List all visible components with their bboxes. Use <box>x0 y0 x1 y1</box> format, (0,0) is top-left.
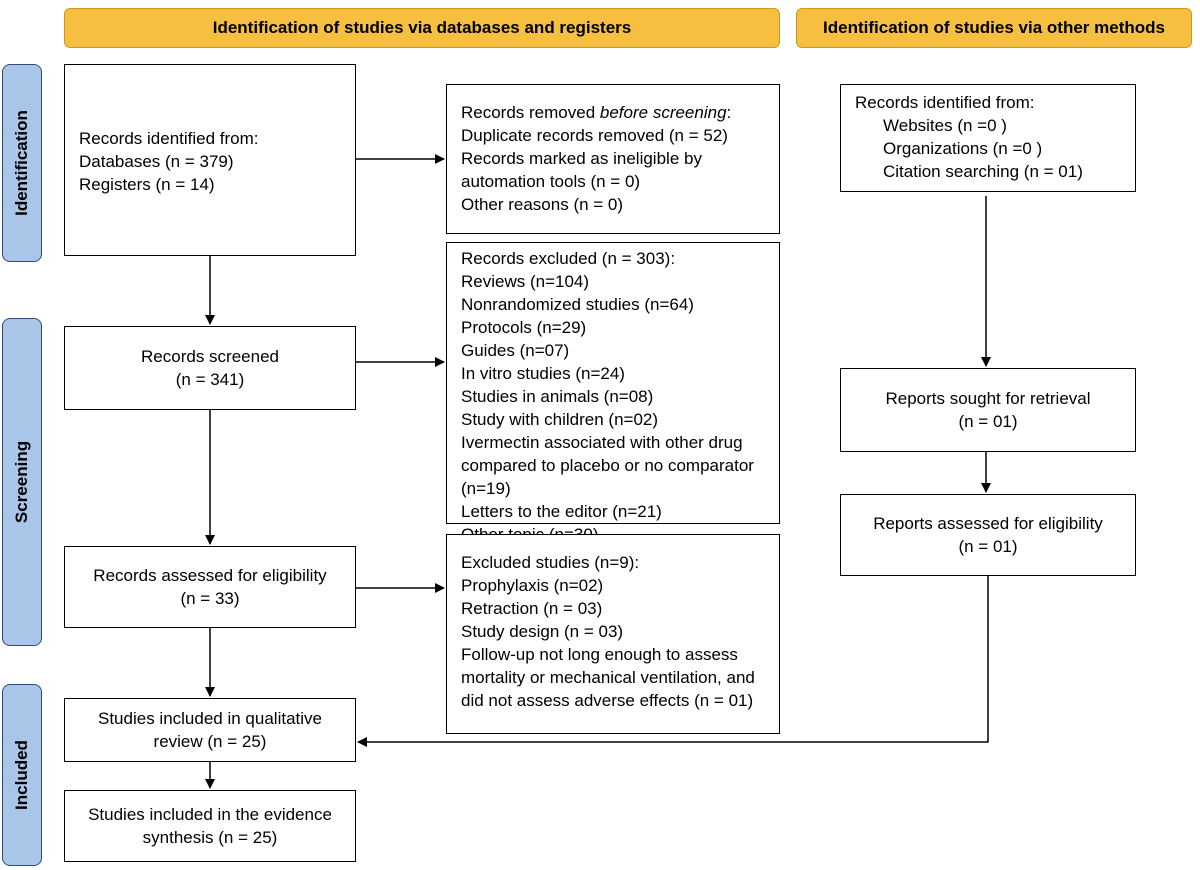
websites-count: Websites (n =0 ) <box>883 116 1007 135</box>
other-reports-assessed-box: Reports assessed for eligibility (n = 01… <box>840 494 1136 576</box>
reports-sought-title: Reports sought for retrieval <box>885 389 1091 408</box>
duplicates-removed: Duplicate records removed (n = 52) <box>461 126 728 145</box>
records-identified-title: Records identified from: <box>79 129 259 148</box>
header-other-label: Identification of studies via other meth… <box>823 18 1165 37</box>
records-assessed-title: Records assessed for eligibility <box>93 566 327 585</box>
excluded-studies-item: Study design (n = 03) <box>461 622 624 641</box>
excluded-studies-item: mortality or mechanical ventilation, and <box>461 668 755 687</box>
qualitative-line-2: review (n = 25) <box>153 732 267 751</box>
arrow-other-assessed-to-qualitative <box>357 576 989 747</box>
organizations-count: Organizations (n =0 ) <box>883 139 1043 158</box>
records-excluded-item: Ivermectin associated with other drug <box>461 433 743 452</box>
records-excluded-item: In vitro studies (n=24) <box>461 364 625 383</box>
records-excluded-item: Reviews (n=104) <box>461 272 590 291</box>
excluded-studies-item: Prophylaxis (n=02) <box>461 576 604 595</box>
records-registers: Registers (n = 14) <box>79 175 215 194</box>
records-excluded-item: Studies in animals (n=08) <box>461 387 654 406</box>
records-excluded-item: Protocols (n=29) <box>461 318 587 337</box>
other-identified-title: Records identified from: <box>855 93 1035 112</box>
records-screened-title: Records screened <box>141 347 279 366</box>
records-removed-title-suffix: : <box>726 103 732 122</box>
records-excluded-item: compared to placebo or no comparator <box>461 456 754 475</box>
records-excluded-item: (n=19) <box>461 479 511 498</box>
reports-sought-box: Reports sought for retrieval (n = 01) <box>840 368 1136 452</box>
other-records-identified-box: Records identified from: Websites (n =0 … <box>840 84 1136 192</box>
records-assessed-count: (n = 33) <box>180 589 240 608</box>
evidence-synthesis-box: Studies included in the evidence synthes… <box>64 790 356 862</box>
records-screened-box: Records screened (n = 341) <box>64 326 356 410</box>
records-removed-title-emphasis: before screening <box>599 103 727 122</box>
records-excluded-item: Letters to the editor (n=21) <box>461 502 662 521</box>
excluded-studies-item: Retraction (n = 03) <box>461 599 603 618</box>
records-databases: Databases (n = 379) <box>79 152 234 171</box>
phase-identification: Identification <box>2 64 42 262</box>
records-excluded-item: Study with children (n=02) <box>461 410 659 429</box>
other-reasons: Other reasons (n = 0) <box>461 195 624 214</box>
records-excluded-item: Records excluded (n = 303): <box>461 249 676 268</box>
records-excluded-box: Records excluded (n = 303): Reviews (n=1… <box>446 242 780 544</box>
records-excluded-item: Nonrandomized studies (n=64) <box>461 295 694 314</box>
qualitative-review-box: Studies included in qualitative review (… <box>64 698 356 762</box>
synthesis-line-1: Studies included in the evidence <box>88 805 332 824</box>
header-databases: Identification of studies via databases … <box>64 8 780 48</box>
header-other-methods: Identification of studies via other meth… <box>796 8 1192 48</box>
records-removed-title-prefix: Records removed <box>461 103 600 122</box>
records-screened-count: (n = 341) <box>175 370 245 389</box>
excluded-studies-item: Follow-up not long enough to assess <box>461 645 738 664</box>
records-identified-box: Records identified from: Databases (n = … <box>64 64 356 256</box>
ineligible-line-1: Records marked as ineligible by <box>461 149 702 168</box>
excluded-studies-item: Excluded studies (n=9): <box>461 553 640 572</box>
excluded-studies-box: Excluded studies (n=9): Prophylaxis (n=0… <box>446 534 780 734</box>
ineligible-line-2: automation tools (n = 0) <box>461 172 641 191</box>
other-assessed-count: (n = 01) <box>958 537 1018 556</box>
excluded-studies-item: did not assess adverse effects (n = 01) <box>461 691 754 710</box>
records-removed-title: Records removed before screening: <box>461 101 779 124</box>
reports-sought-count: (n = 01) <box>958 412 1018 431</box>
records-excluded-item: Guides (n=07) <box>461 341 570 360</box>
qualitative-line-1: Studies included in qualitative <box>98 709 322 728</box>
synthesis-line-2: synthesis (n = 25) <box>142 828 278 847</box>
other-assessed-title: Reports assessed for eligibility <box>873 514 1103 533</box>
records-removed-box: Records removed before screening: Duplic… <box>446 84 780 234</box>
phase-screening: Screening <box>2 318 42 646</box>
header-databases-label: Identification of studies via databases … <box>212 18 632 37</box>
phase-included: Included <box>2 684 42 866</box>
records-assessed-box: Records assessed for eligibility (n = 33… <box>64 546 356 628</box>
citation-searching-count: Citation searching (n = 01) <box>883 162 1083 181</box>
